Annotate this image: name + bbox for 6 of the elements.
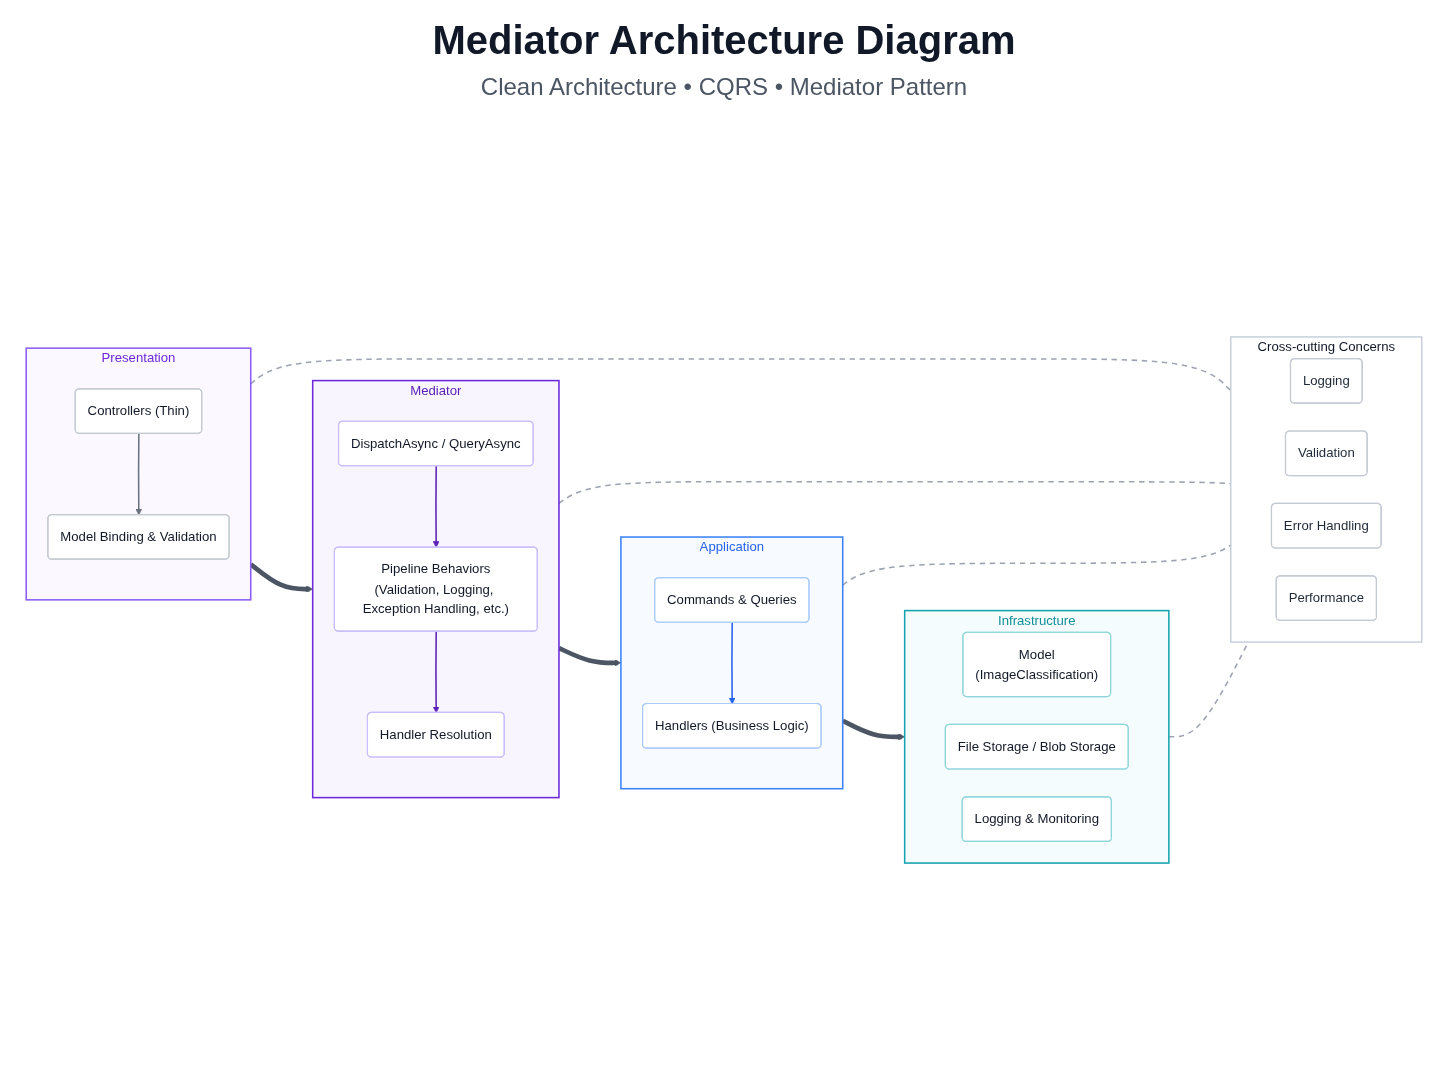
arrow (432, 465, 440, 548)
arrow (135, 432, 143, 516)
arrow (432, 630, 440, 714)
arrow (728, 621, 736, 705)
subtitle: Clean Architecture • CQRS • Mediator Pattern (480, 73, 968, 101)
diagram-title: Mediator Architecture Diagram (432, 18, 1016, 63)
